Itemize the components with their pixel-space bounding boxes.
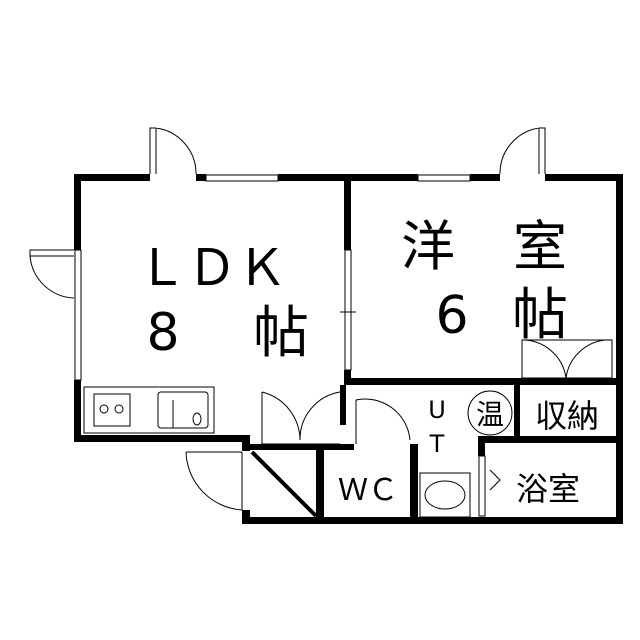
water-heater-label: 温 (476, 398, 504, 431)
ldk-label: ＬＤＫ (137, 239, 287, 297)
storage-label: 収納 (535, 397, 599, 435)
utility-label-u: U (428, 396, 446, 424)
bath-label: 浴室 (516, 470, 580, 508)
western-unit: 帖 (512, 283, 568, 348)
washbasin-icon (419, 472, 471, 518)
sink-icon (157, 391, 209, 429)
walls (74, 174, 623, 524)
kitchen-counter (83, 386, 215, 434)
western-label-2: 室 (513, 215, 567, 278)
windows (74, 174, 486, 517)
entrance-step-line (250, 450, 318, 518)
water-heater-icon (467, 390, 513, 436)
utility-label-t: T (429, 430, 445, 458)
ldk-unit: 帖 (253, 301, 309, 366)
ldk-size: 8 (146, 303, 179, 363)
western-size: 6 (435, 286, 468, 346)
western-label-1: 洋 (401, 215, 455, 278)
doors (29, 127, 613, 511)
wc-label: ＷＣ (338, 473, 398, 508)
stove-icon (93, 393, 131, 427)
